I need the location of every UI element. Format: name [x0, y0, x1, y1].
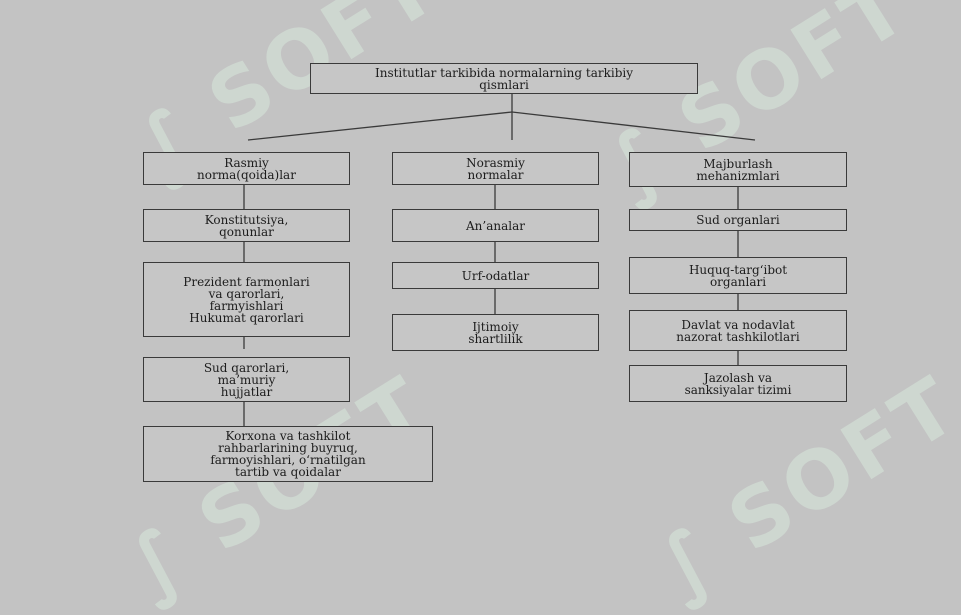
column-1-item-1: Konstitutsiya, qonunlar — [143, 209, 350, 242]
column-1-item-3: Sud qarorlari, ma’muriy hujjatlar — [143, 357, 350, 402]
node-label: Urf-odatlar — [461, 268, 530, 283]
node-label: Konstitutsiya, qonunlar — [204, 212, 289, 239]
connector-line — [511, 111, 756, 141]
node-label: Huquq-targ‘ibot organlari — [688, 262, 788, 289]
column-3-item-1: Sud organlari — [629, 209, 847, 231]
node-label: Jazolash va sanksiyalar tizimi — [684, 370, 792, 397]
column-3-item-3: Davlat va nodavlat nazorat tashkilotlari — [629, 310, 847, 351]
column-1-item-4: Korxona va tashkilot rahbarlarining buyr… — [143, 426, 433, 482]
column-2-header: Norasmiy normalar — [392, 152, 599, 185]
node-label: Sud organlari — [696, 213, 780, 227]
node-label: Sud qarorlari, ma’muriy hujjatlar — [203, 360, 290, 399]
column-3-header-label: Majburlash mehanizmlari — [696, 156, 780, 183]
root-node: Institutlar tarkibida normalarning tarki… — [310, 63, 698, 94]
node-label: Prezident farmonlari va qarorlari, farmy… — [183, 274, 310, 325]
connector-lines — [243, 94, 756, 426]
connector-line — [247, 111, 513, 141]
column-3-item-4: Jazolash va sanksiyalar tizimi — [629, 365, 847, 402]
root-node-label: Institutlar tarkibida normalarning tarki… — [374, 65, 634, 92]
column-1-item-2: Prezident farmonlari va qarorlari, farmy… — [143, 262, 350, 337]
diagram-canvas: ∫ SOFT ∫ SOFT ∫ SOFT ∫ SOFT Insti — [111, 0, 961, 615]
column-2-item-2: Urf-odatlar — [392, 262, 599, 289]
column-1-header: Rasmiy norma(qoida)lar — [143, 152, 350, 185]
column-2-header-label: Norasmiy normalar — [466, 155, 525, 182]
column-3-item-2: Huquq-targ‘ibot organlari — [629, 257, 847, 294]
column-1-header-label: Rasmiy norma(qoida)lar — [197, 155, 296, 182]
node-label: Ijtimoiy shartlilik — [468, 319, 523, 346]
column-3-header: Majburlash mehanizmlari — [629, 152, 847, 187]
node-label: An’analar — [466, 218, 525, 233]
node-label: Davlat va nodavlat nazorat tashkilotlari — [676, 317, 800, 344]
column-2-item-1: An’analar — [392, 209, 599, 242]
column-2-item-3: Ijtimoiy shartlilik — [392, 314, 599, 351]
node-label: Korxona va tashkilot rahbarlarining buyr… — [210, 429, 366, 479]
